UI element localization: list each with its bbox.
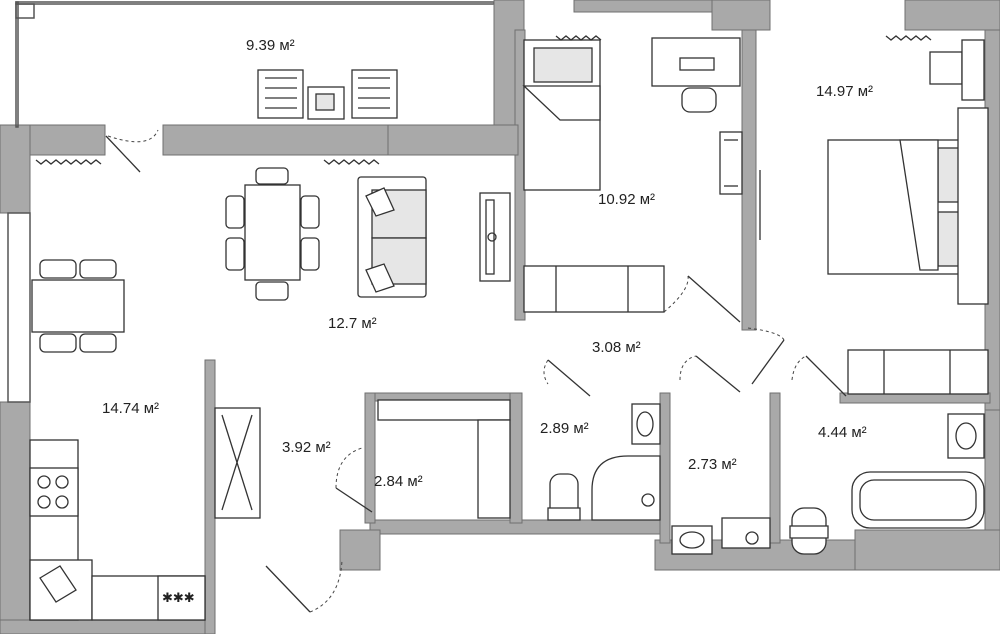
tub-bathroom-fixtures: [789, 413, 985, 555]
shower-bathroom-fixtures: [547, 403, 661, 521]
radiators: [35, 35, 932, 165]
hallway-wardrobe: [214, 407, 261, 519]
room-area-bedroom-large: 14.97 м²: [816, 83, 873, 100]
small-bedroom-furniture: [522, 37, 743, 313]
laundry-fixtures: [671, 517, 771, 555]
room-area-hallway: 3.92 м²: [282, 439, 331, 456]
doors: [105, 129, 847, 613]
large-bedroom-furniture: [759, 39, 989, 395]
area-labels: 9.39 м² 10.92 м² 14.97 м² 12.7 м² 14.74 …: [102, 37, 873, 490]
balcony-furniture: [257, 69, 398, 120]
dining-table: [225, 167, 320, 301]
room-area-kitchen: 14.74 м²: [102, 400, 159, 417]
sofa: [357, 176, 427, 298]
stove-mark: ✱✱✱: [162, 591, 195, 606]
room-area-bedroom-small: 10.92 м²: [598, 191, 655, 208]
room-area-corridor-upper: 3.08 м²: [592, 339, 641, 356]
tv-unit: [479, 192, 511, 282]
kitchen-table: [31, 259, 125, 353]
walk-in-wardrobe: [377, 399, 511, 519]
room-area-laundry: 2.73 м²: [688, 456, 737, 473]
room-area-balcony: 9.39 м²: [246, 37, 295, 54]
room-area-wardrobe: 2.84 м²: [374, 473, 423, 490]
room-area-bathroom-tub: 4.44 м²: [818, 424, 867, 441]
kitchen-counters: ✱✱✱: [29, 439, 206, 621]
room-area-living-room: 12.7 м²: [328, 315, 377, 332]
room-area-bathroom-shower: 2.89 м²: [540, 420, 589, 437]
